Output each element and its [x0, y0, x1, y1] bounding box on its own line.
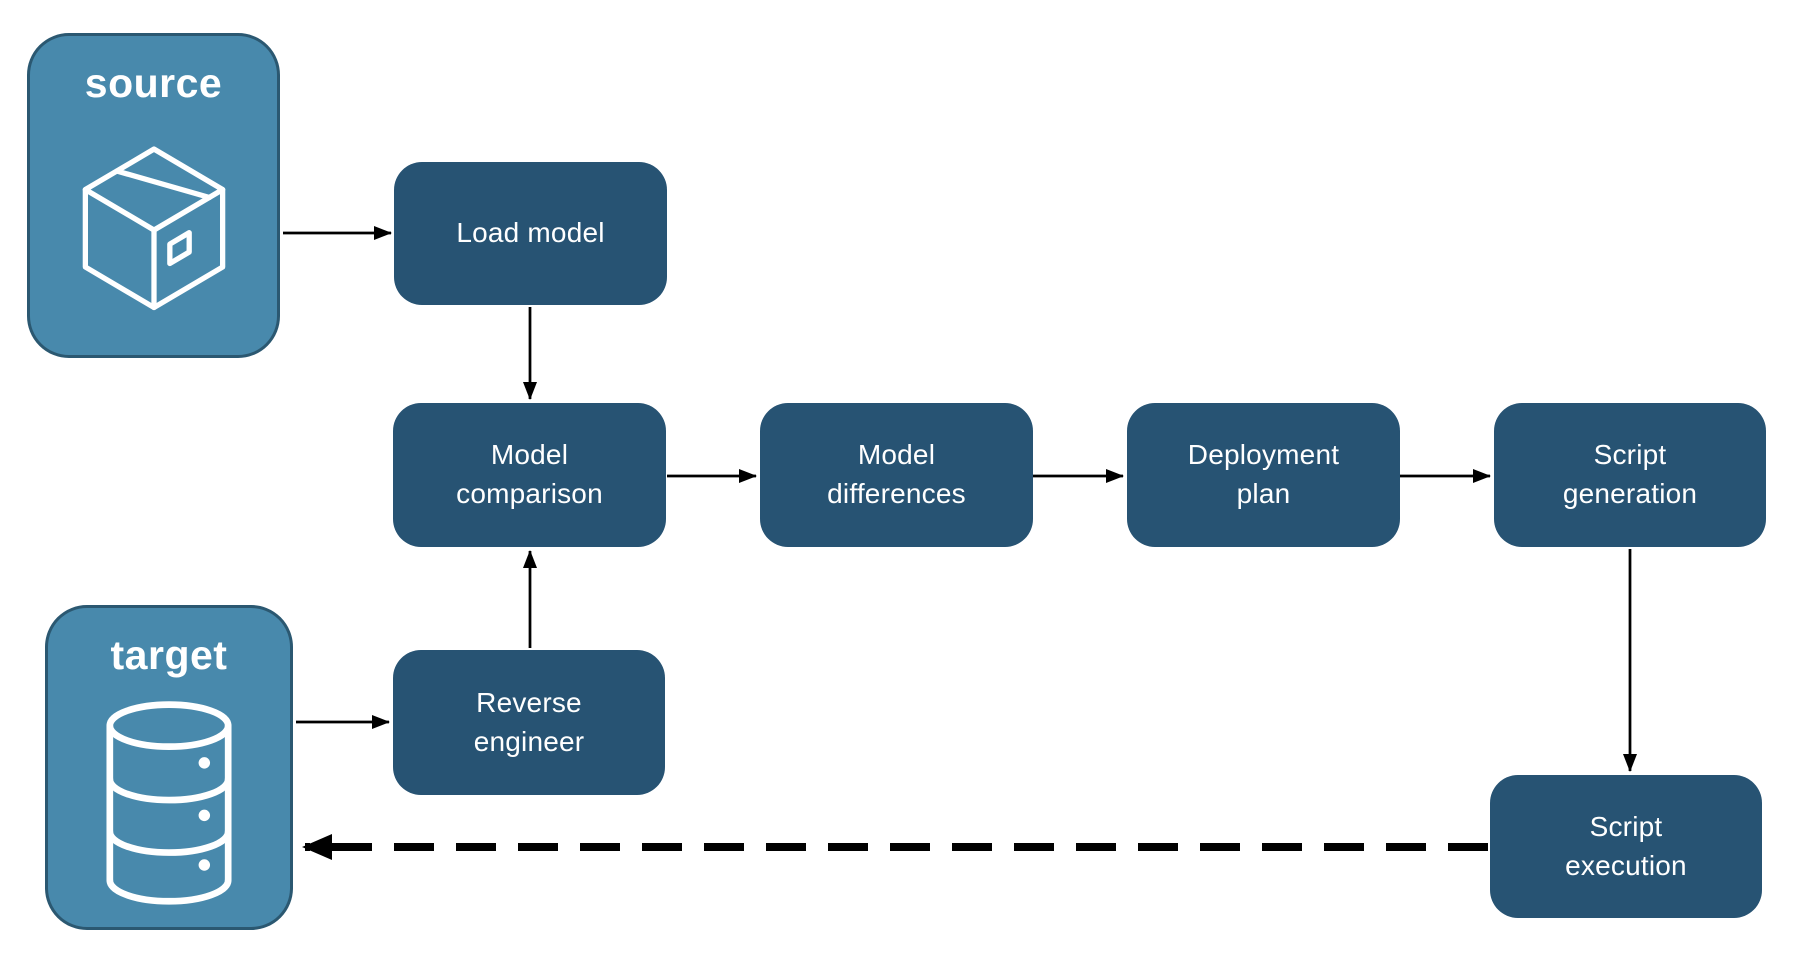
node-script-execution-label: Script execution — [1565, 810, 1687, 881]
node-script-execution: Script execution — [1490, 775, 1762, 918]
node-model-differences: Model differences — [760, 403, 1033, 547]
endpoint-target: target — [45, 605, 293, 930]
endpoint-source: source — [27, 33, 280, 358]
endpoint-target-label: target — [110, 632, 228, 678]
node-model-comparison: Model comparison — [393, 403, 666, 547]
package-icon — [82, 146, 225, 311]
node-deployment-plan-label: Deployment plan — [1187, 439, 1340, 509]
node-model-comparison-label: Model comparison — [456, 439, 603, 509]
node-load-model: Load model — [394, 162, 667, 305]
node-reverse-engineer-label: Reverse engineer — [473, 686, 585, 757]
node-load-model-label: Load model — [456, 217, 605, 249]
endpoint-source-label: source — [84, 60, 223, 106]
node-script-generation: Script generation — [1494, 403, 1766, 547]
node-model-differences-label: Model differences — [827, 439, 966, 509]
node-script-generation-label: Script generation — [1562, 439, 1698, 509]
node-reverse-engineer: Reverse engineer — [393, 650, 665, 795]
node-deployment-plan: Deployment plan — [1127, 403, 1400, 547]
database-icon — [106, 701, 232, 905]
